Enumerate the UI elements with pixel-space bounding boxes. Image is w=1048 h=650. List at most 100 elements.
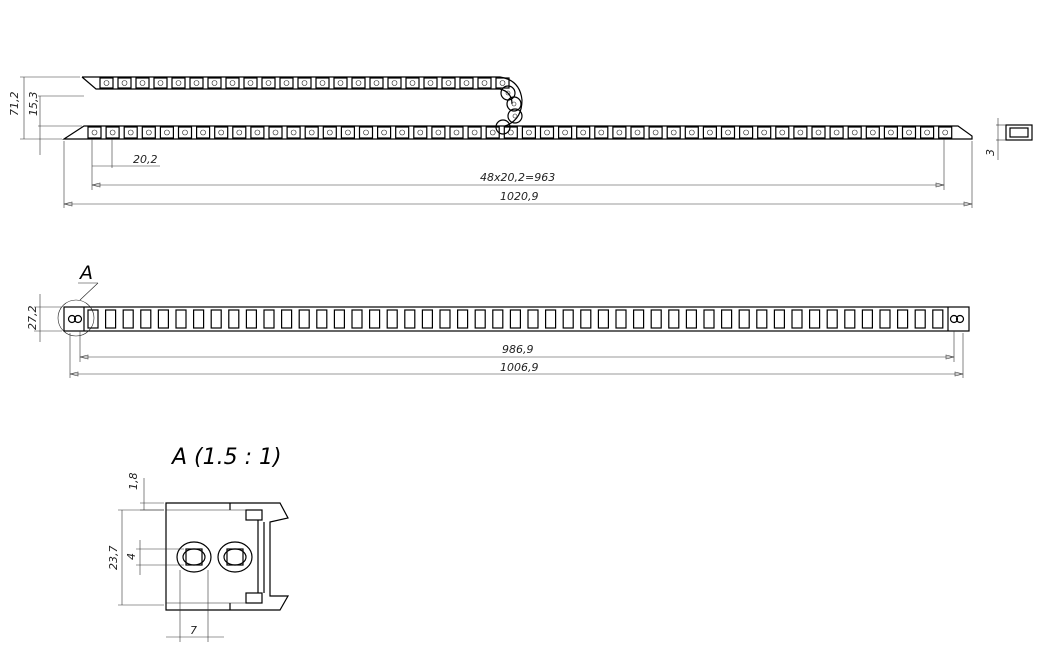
dim-hole: 4	[125, 553, 138, 560]
chain-link	[702, 126, 718, 139]
dim-height-link: 15,3	[27, 92, 40, 117]
chain-link	[594, 126, 609, 139]
side-links	[87, 309, 944, 329]
dim-outer-length: 1006,9	[500, 361, 539, 374]
chain-link	[527, 309, 539, 329]
chain-link	[539, 126, 555, 139]
chain-link	[358, 126, 374, 139]
chain-link	[492, 309, 504, 329]
chain-link	[210, 309, 222, 329]
chain-link	[477, 77, 492, 89]
chain-link	[861, 309, 874, 329]
chain-link	[279, 77, 294, 89]
chain-link	[413, 126, 428, 139]
chain-link	[281, 309, 293, 329]
chain-link	[901, 126, 917, 139]
chain-link	[243, 77, 258, 89]
chain-link	[387, 77, 402, 89]
chain-link	[423, 77, 438, 89]
chain-link	[153, 77, 168, 89]
chain-link	[773, 309, 786, 329]
chain-link	[122, 309, 134, 329]
lower-chain-run	[61, 125, 973, 140]
chain-link	[304, 126, 319, 139]
chain-link	[225, 77, 240, 89]
chain-link	[431, 126, 446, 139]
chain-link	[117, 77, 132, 89]
chain-link	[177, 126, 193, 139]
chain-link	[441, 77, 456, 89]
chain-link	[811, 126, 826, 139]
chain-link	[377, 126, 392, 139]
chain-link	[87, 126, 102, 139]
chain-link	[232, 126, 247, 139]
chain-link	[562, 309, 574, 329]
chain-link	[879, 309, 891, 329]
chain-link	[509, 309, 521, 329]
chain-link	[720, 126, 736, 139]
upper-chain-run	[81, 76, 523, 127]
chain-link	[140, 309, 152, 329]
chain-link	[193, 309, 205, 329]
chain-link	[630, 126, 645, 139]
dim-detail-height: 23,7	[107, 546, 120, 571]
length-dimensions	[63, 139, 973, 208]
chain-link	[521, 126, 537, 139]
side-view: A 27,2 986,9 1006,9	[26, 262, 970, 378]
chain-link	[386, 309, 398, 329]
dim-pitch: 20,2	[133, 153, 158, 166]
chain-link	[457, 309, 469, 329]
chain-link	[580, 309, 592, 329]
chain-link	[793, 126, 808, 139]
chain-link	[757, 126, 772, 139]
chain-link	[135, 77, 150, 89]
chain-link	[914, 309, 926, 329]
chain-link	[650, 309, 662, 329]
chain-link	[369, 77, 384, 89]
chain-link	[421, 309, 433, 329]
chain-link	[159, 126, 174, 139]
chain-link	[351, 309, 363, 329]
end-holes	[67, 314, 965, 324]
chain-link	[738, 309, 750, 329]
oval-holes	[176, 541, 253, 573]
chain-link	[351, 77, 366, 89]
chain-link	[503, 126, 518, 139]
chain-link	[196, 126, 211, 139]
chain-link	[668, 309, 680, 329]
chain-link	[171, 77, 186, 89]
chain-link	[557, 126, 573, 139]
chain-link	[756, 309, 768, 329]
chain-link	[485, 126, 500, 139]
chain-link	[439, 309, 451, 329]
dim-width: 27,2	[26, 306, 39, 331]
chain-link	[738, 126, 754, 139]
chain-link	[333, 77, 348, 89]
side-dimensions	[34, 294, 964, 378]
chain-link	[87, 309, 99, 329]
chain-link	[175, 309, 187, 329]
chain-link	[263, 309, 275, 329]
detail-view: A (1.5 : 1)	[107, 445, 290, 642]
chain-link	[685, 309, 698, 329]
chain-link	[459, 77, 474, 89]
chain-link	[847, 126, 862, 139]
chain-link	[395, 126, 410, 139]
chain-link	[703, 309, 715, 329]
chain-link	[720, 309, 733, 329]
chain-link	[775, 126, 790, 139]
chain-link	[896, 309, 909, 329]
chain-link	[612, 126, 627, 139]
chain-link	[99, 77, 114, 89]
chain-link	[467, 126, 482, 139]
chain-link	[104, 309, 117, 329]
top-view: 71,2 15,3 20,2 48x20,2=963 1020,9 3	[8, 76, 1033, 208]
chain-link	[369, 309, 381, 329]
chain-link	[597, 309, 610, 329]
chain-link	[245, 309, 257, 329]
chain-link	[808, 309, 821, 329]
dim-thickness: 3	[984, 149, 997, 156]
dim-inner-length: 986,9	[502, 343, 534, 356]
dim-pitch-total: 48x20,2=963	[480, 171, 555, 184]
